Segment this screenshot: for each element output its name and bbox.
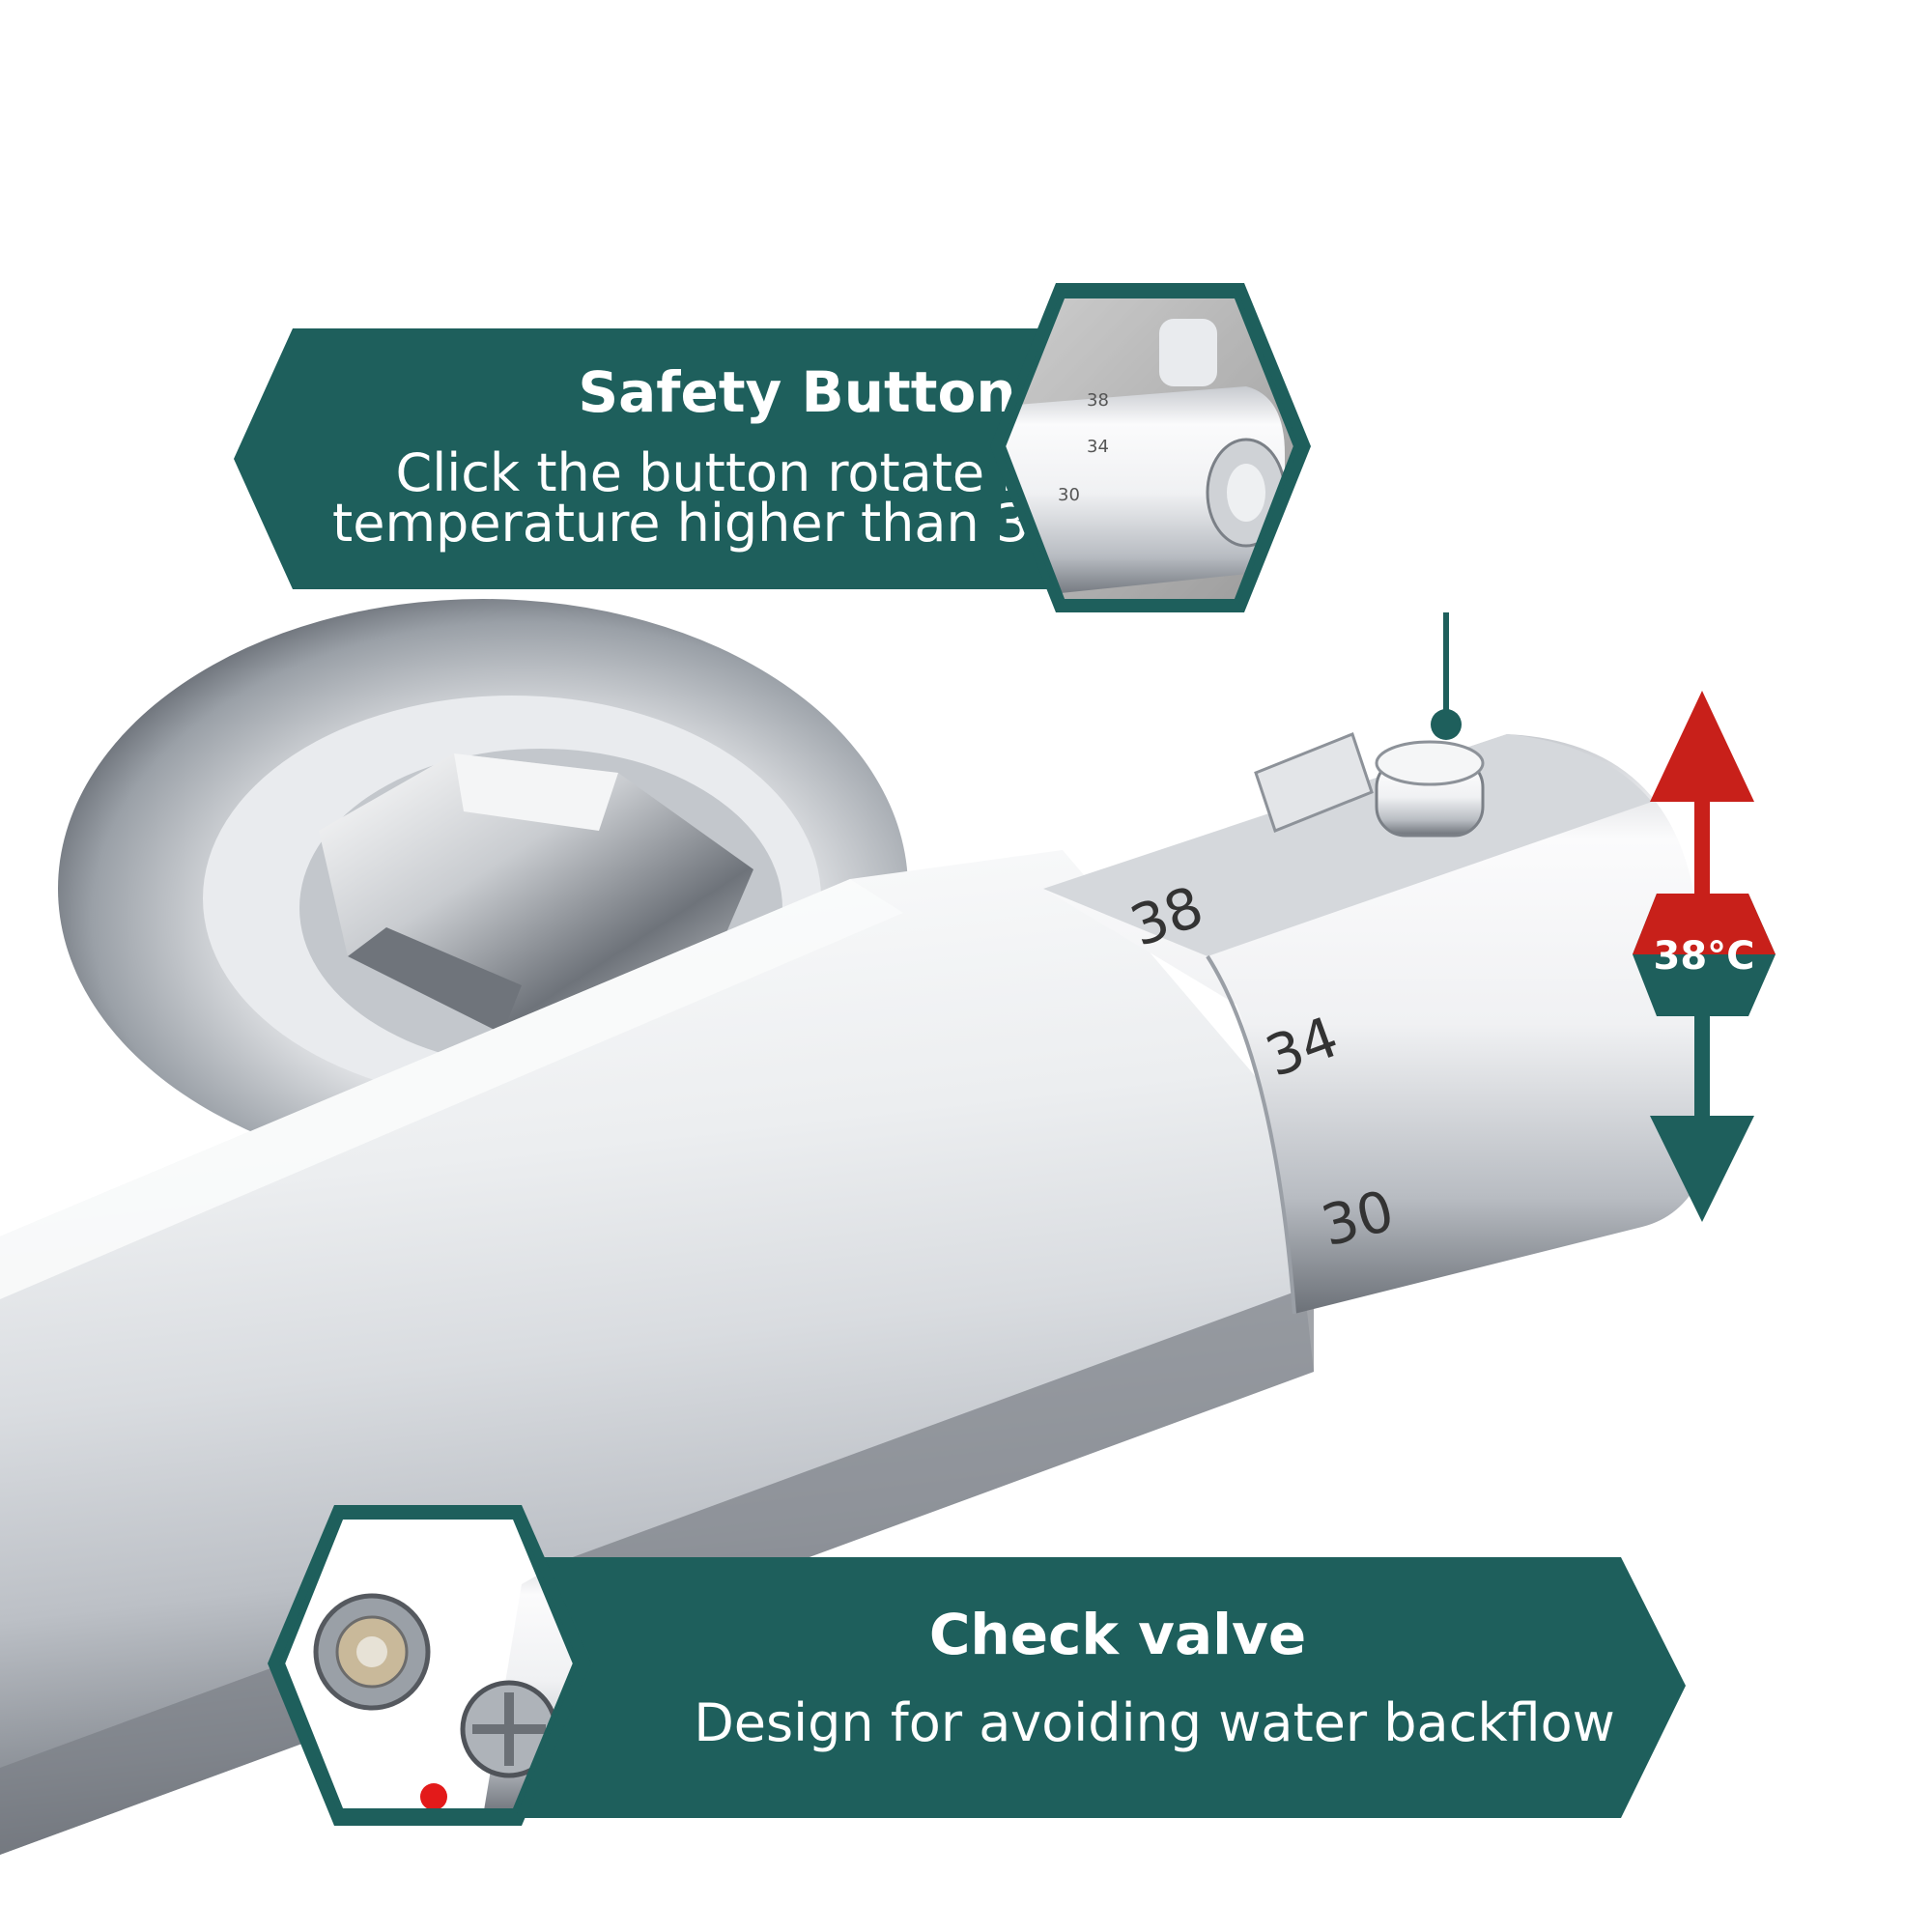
- safety-callout-connector: [1431, 612, 1462, 740]
- safety-button-callout: Safety Button Click the button rotate kn…: [234, 328, 1262, 589]
- inset-mark-38: 38: [1087, 390, 1109, 411]
- safety-button: [1254, 732, 1485, 838]
- inset-mark-30: 30: [1058, 485, 1080, 505]
- temperature-badge: 38°C: [1633, 894, 1776, 1016]
- safety-button-inset: 38 34 30: [990, 283, 1311, 612]
- arrow-up-icon: [1650, 691, 1754, 908]
- temperature-knob: 38 34 30: [1043, 734, 1700, 1315]
- safety-callout-title: Safety Button: [578, 359, 1015, 425]
- temperature-badge-label: 38°C: [1653, 934, 1754, 979]
- check-callout-title: Check valve: [929, 1602, 1306, 1667]
- check-callout-line1: Design for avoiding water backflow: [694, 1692, 1615, 1753]
- temperature-indicator: 38°C: [1633, 691, 1776, 1222]
- inset-mark-34: 34: [1087, 437, 1109, 457]
- check-valve-callout: Check valve Design for avoiding water ba…: [515, 1557, 1686, 1818]
- arrow-down-icon: [1650, 1016, 1754, 1222]
- hex-connector: [319, 753, 753, 1034]
- safety-button-inset-photo: 38 34 30: [1003, 296, 1296, 602]
